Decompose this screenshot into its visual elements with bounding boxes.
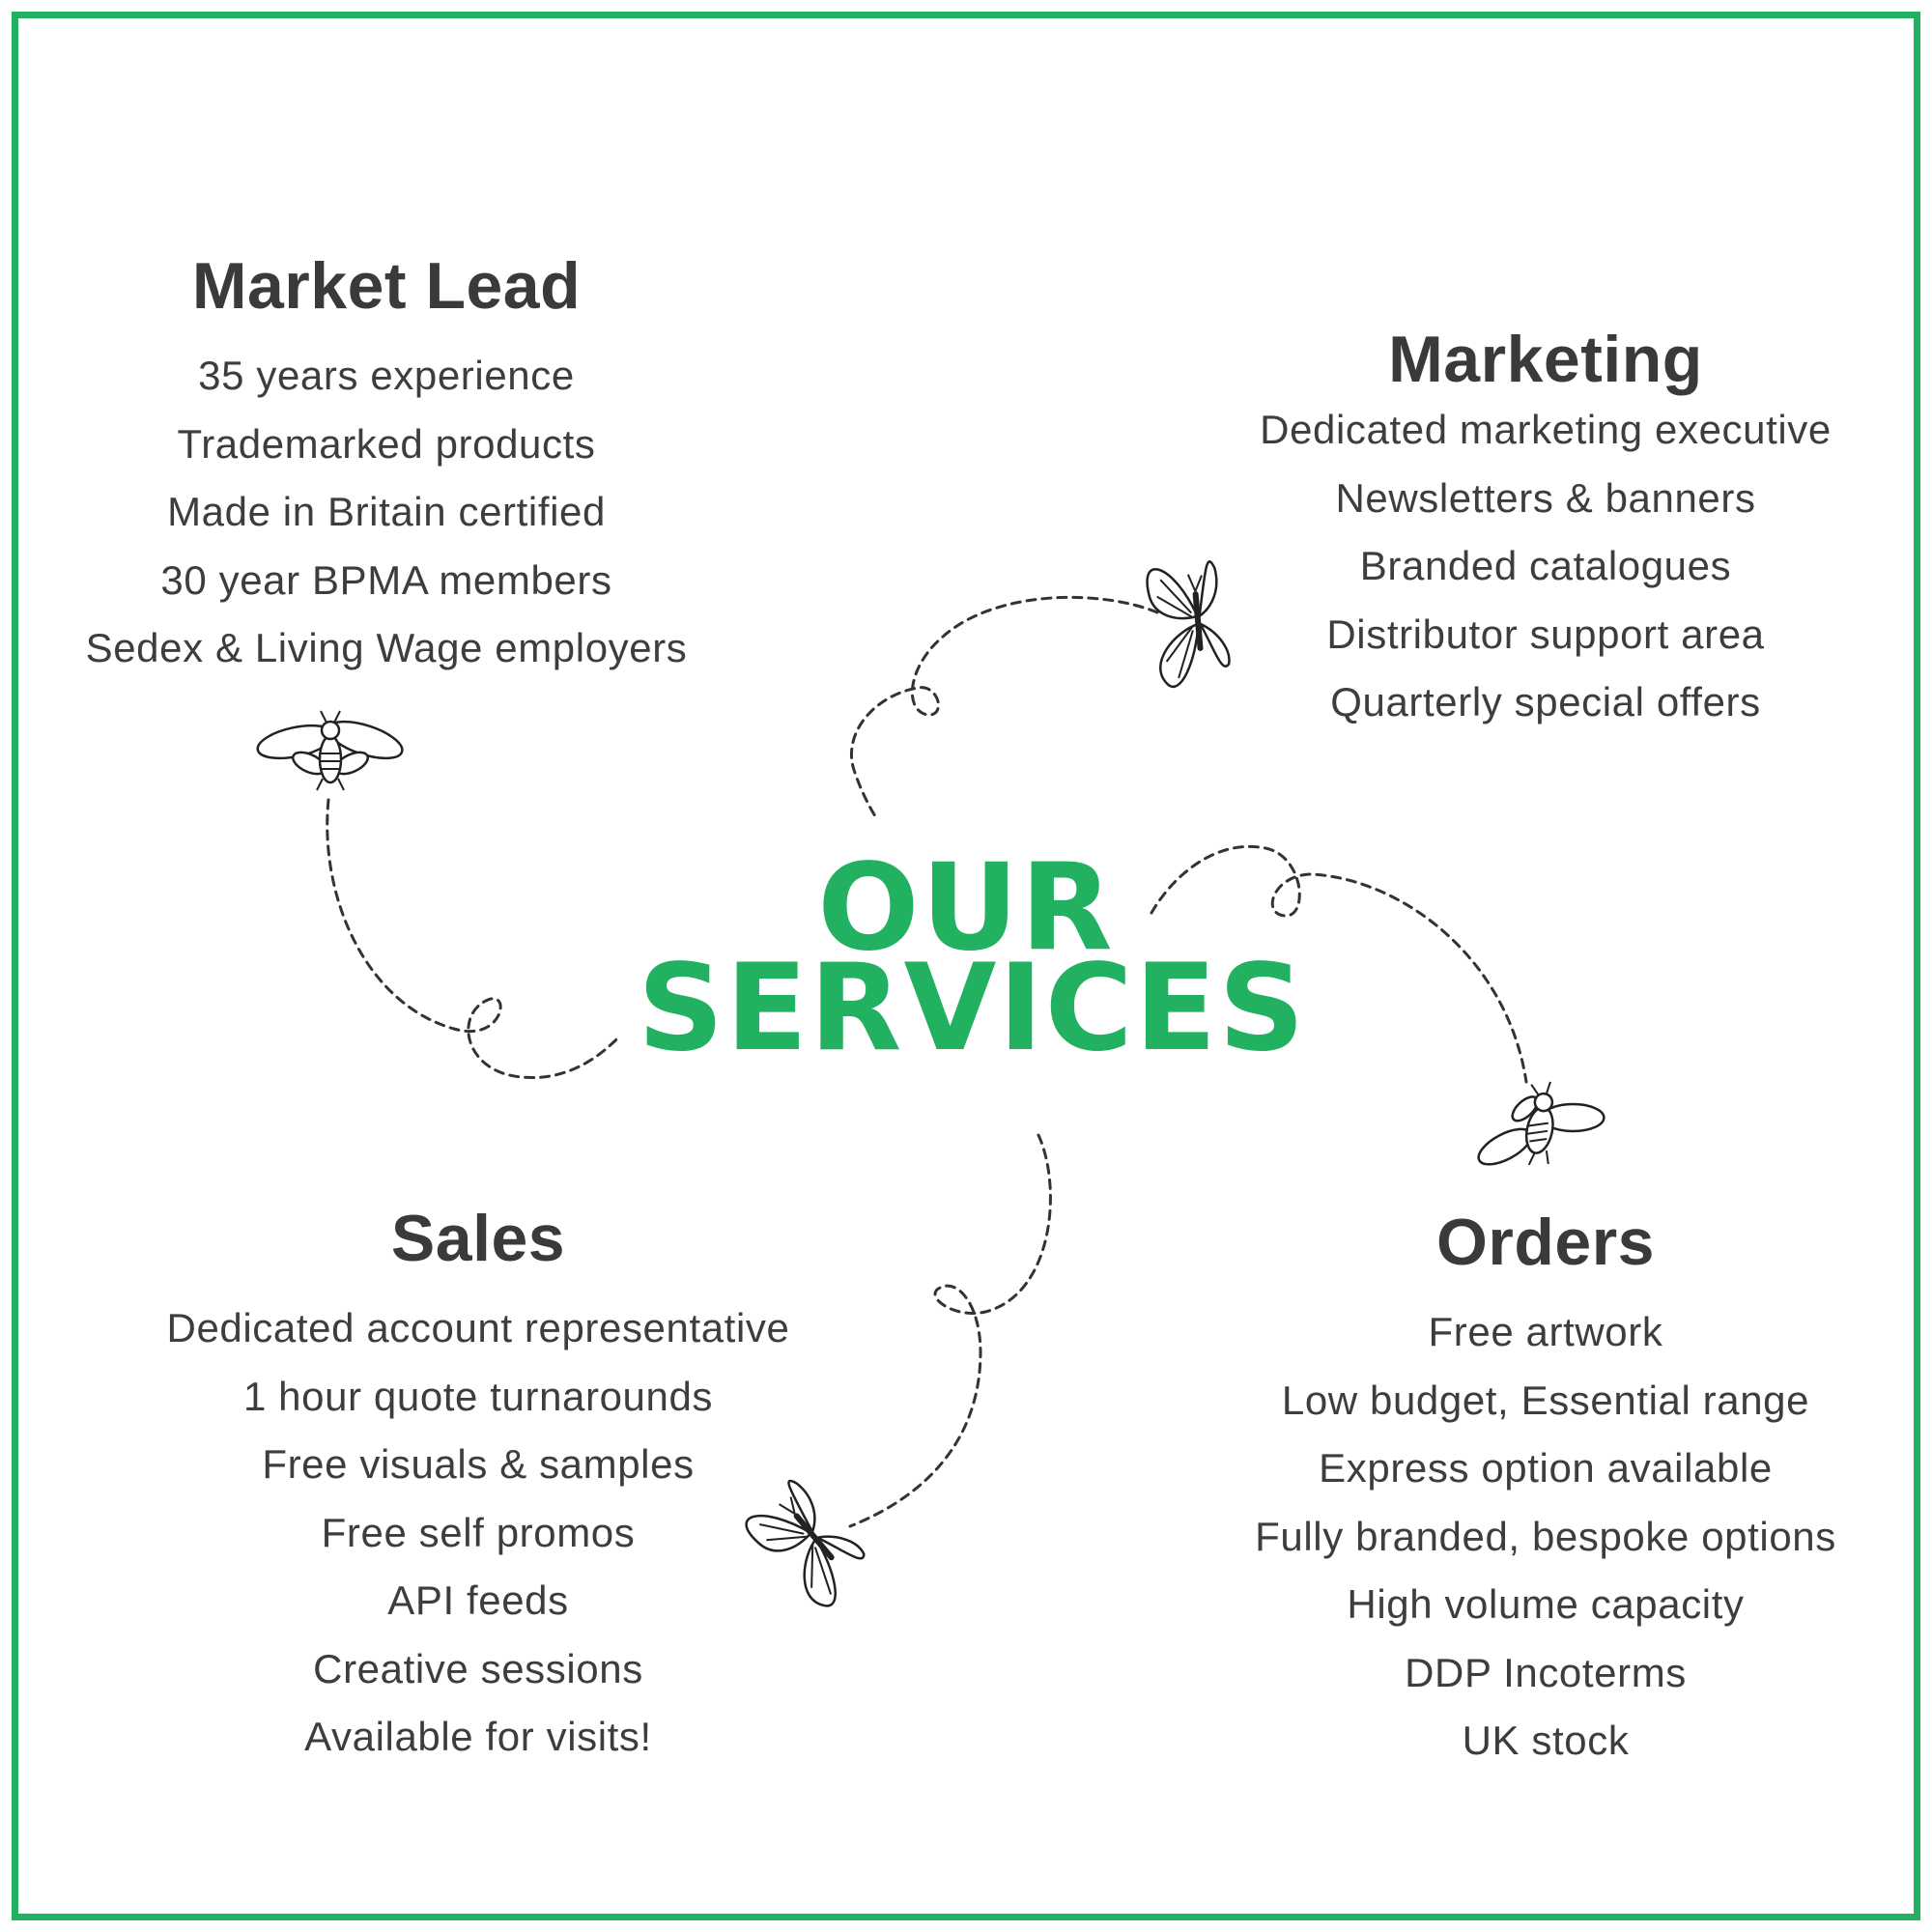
list-item: Branded catalogues [1359, 543, 1732, 588]
marketing-list: Dedicated marketing executive Newsletter… [1198, 396, 1893, 737]
orders-section: Orders Free artwork Low budget, Essentia… [1198, 1209, 1893, 1776]
list-item: Creative sessions [313, 1645, 643, 1691]
list-item: Available for visits! [304, 1714, 652, 1759]
market-lead-section: Market Lead 35 years experience Trademar… [39, 253, 734, 683]
list-item: 30 year BPMA members [160, 556, 612, 603]
list-item: API feeds [387, 1577, 569, 1623]
list-item: DDP Incoterms [1405, 1649, 1687, 1695]
list-item: 1 hour quote turnarounds [242, 1373, 714, 1419]
orders-list: Free artwork Low budget, Essential range… [1198, 1298, 1893, 1776]
list-item: Made in Britain certified [167, 489, 606, 534]
list-item: Free artwork [1428, 1309, 1663, 1354]
list-item: Low budget, Essential range [1281, 1377, 1810, 1423]
marketing-section: Marketing Dedicated marketing executive … [1198, 327, 1893, 737]
marketing-heading: Marketing [1388, 323, 1703, 396]
list-item: Express option available [1319, 1445, 1773, 1491]
list-item: Trademarked products [177, 420, 596, 467]
list-item: Dedicated marketing executive [1260, 407, 1832, 452]
list-item: Distributor support area [1326, 611, 1765, 657]
list-item: High volume capacity [1347, 1581, 1745, 1627]
title-line-2: SERVICES [638, 939, 1307, 1078]
sales-heading: Sales [390, 1202, 566, 1275]
list-item: 35 years experience [198, 353, 575, 398]
list-item: Fully branded, bespoke options [1255, 1513, 1836, 1559]
list-item: Dedicated account representative [166, 1305, 790, 1350]
sales-section: Sales Dedicated account representative 1… [92, 1206, 865, 1772]
orders-heading: Orders [1436, 1206, 1655, 1279]
list-item: Newsletters & banners [1335, 474, 1756, 521]
green-border-frame [12, 12, 1920, 1920]
list-item: Free self promos [321, 1509, 636, 1555]
list-item: Quarterly special offers [1330, 679, 1761, 724]
sales-list: Dedicated account representative 1 hour … [92, 1294, 865, 1772]
title-line-1: OUR [817, 838, 1115, 978]
market-lead-list: 35 years experience Trademarked products… [39, 342, 734, 683]
our-services-title: OUR SERVICES [638, 838, 1307, 1078]
list-item: Free visuals & samples [262, 1441, 695, 1487]
list-item: UK stock [1462, 1718, 1630, 1763]
market-lead-heading: Market Lead [191, 249, 582, 323]
list-item: Sedex & Living Wage employers [85, 625, 688, 670]
